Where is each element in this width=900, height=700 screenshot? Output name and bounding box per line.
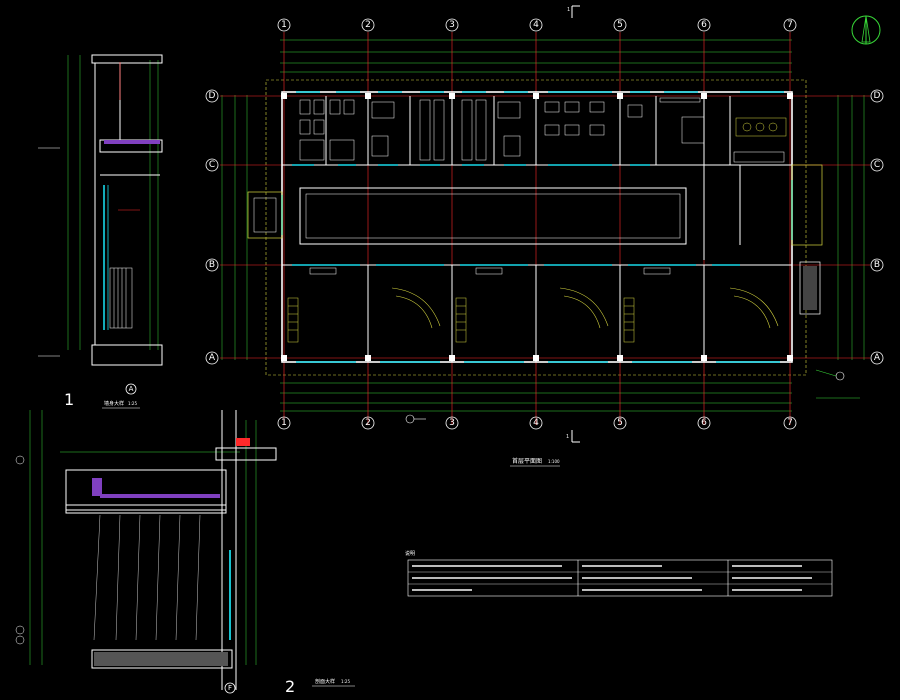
wall-section-detail: A 墙身大样 1:25 (38, 54, 163, 409)
detail-scale: 1:25 (341, 679, 350, 684)
svg-text:1: 1 (281, 20, 287, 30)
plan-title: 首层平面图 (512, 457, 542, 465)
curved-seating (391, 287, 779, 329)
svg-text:4: 4 (533, 20, 539, 30)
waterproof-layer (104, 140, 160, 144)
svg-text:1: 1 (281, 418, 287, 428)
detail-axis-tag: F (224, 682, 236, 694)
axis-tag: C (205, 158, 219, 172)
axis-tag: C (870, 158, 884, 172)
columns (281, 93, 793, 361)
interior-walls-bottom (282, 264, 792, 362)
column-axis-tags-top: 1 2 3 4 5 6 7 (277, 18, 797, 32)
svg-text:C: C (209, 160, 215, 170)
detail-title: 剖面大样 (315, 678, 335, 685)
detail-callouts (405, 369, 860, 424)
svg-text:2: 2 (365, 418, 371, 428)
axis-tag: 3 (445, 18, 459, 32)
svg-text:4: 4 (533, 418, 539, 428)
foundation-gravel (94, 652, 228, 666)
axis-tag: 4 (529, 18, 543, 32)
windows (281, 91, 793, 363)
svg-text:B: B (209, 260, 215, 270)
svg-text:A: A (874, 353, 881, 363)
wall-section-scale: 1:25 (128, 401, 137, 406)
svg-text:7: 7 (787, 418, 793, 428)
axis-tag: A (205, 351, 219, 365)
axis-tag: B (205, 258, 219, 272)
plan-scale: 1:100 (548, 459, 560, 464)
svg-text:D: D (874, 91, 881, 101)
axis-tag: 2 (361, 18, 375, 32)
axis-tag: D (870, 89, 884, 103)
svg-text:A: A (209, 353, 216, 363)
axis-tag: A (870, 351, 884, 365)
row-axis-tags-right: D C B A (870, 89, 884, 365)
svg-text:5: 5 (617, 418, 623, 428)
office-furniture (544, 97, 787, 163)
svg-text:3: 3 (449, 20, 455, 30)
west-entrance (247, 191, 283, 239)
left-dimensions (221, 95, 248, 360)
row-axis-tags-left: D C B A (205, 89, 219, 365)
svg-text:1: 1 (566, 434, 569, 440)
notes-heading: 说明 (405, 550, 415, 557)
svg-text:C: C (874, 160, 880, 170)
axis-tag: 6 (697, 18, 711, 32)
wall-section-title: 墙身大样 (104, 400, 124, 407)
parapet-waterproofing (92, 478, 102, 496)
axis-tag: 4 (529, 416, 543, 430)
axis-tag: 5 (613, 18, 627, 32)
svg-text:D: D (209, 91, 216, 101)
axis-tag: 1 (277, 18, 291, 32)
svg-text:6: 6 (701, 418, 707, 428)
section-cut-marks: 1 1 (566, 5, 580, 443)
north-arrow-icon (851, 15, 881, 45)
corridor (299, 187, 687, 245)
axis-tag: 7 (783, 18, 797, 32)
east-entrance (791, 164, 823, 246)
classroom-lockers (287, 267, 671, 343)
svg-text:B: B (874, 260, 880, 270)
svg-text:7: 7 (787, 20, 793, 30)
svg-text:1: 1 (567, 7, 570, 13)
svg-text:A: A (129, 385, 134, 393)
floor-plan: 1 2 3 4 5 6 7 1 2 3 4 5 6 7 D C B A D C (205, 5, 884, 467)
right-dimensions (837, 95, 865, 360)
svg-text:6: 6 (701, 20, 707, 30)
axis-tag: 3 (445, 416, 459, 430)
ramp (799, 261, 821, 315)
axis-tag: B (870, 258, 884, 272)
axis-tag: 7 (783, 416, 797, 430)
section-number-2: 2 (285, 677, 295, 696)
wall-section-axis-tag: A (125, 383, 137, 395)
restroom-fixtures (299, 99, 521, 161)
column-axis-tags-bottom: 1 2 3 4 5 6 7 (277, 416, 797, 430)
roof-section-detail: 1 2 F 剖面大样 1:25 (15, 390, 355, 696)
svg-text:2: 2 (365, 20, 371, 30)
axis-tag: 6 (697, 416, 711, 430)
svg-text:5: 5 (617, 20, 623, 30)
axis-tag: 1 (277, 416, 291, 430)
svg-text:F: F (228, 684, 232, 692)
axis-tag: 2 (361, 416, 375, 430)
axis-tag: 5 (613, 416, 627, 430)
svg-text:3: 3 (449, 418, 455, 428)
notes-table: 说明 (405, 550, 833, 597)
axis-tag: D (205, 89, 219, 103)
level-marker (236, 438, 250, 446)
section-number-1: 1 (64, 390, 74, 409)
